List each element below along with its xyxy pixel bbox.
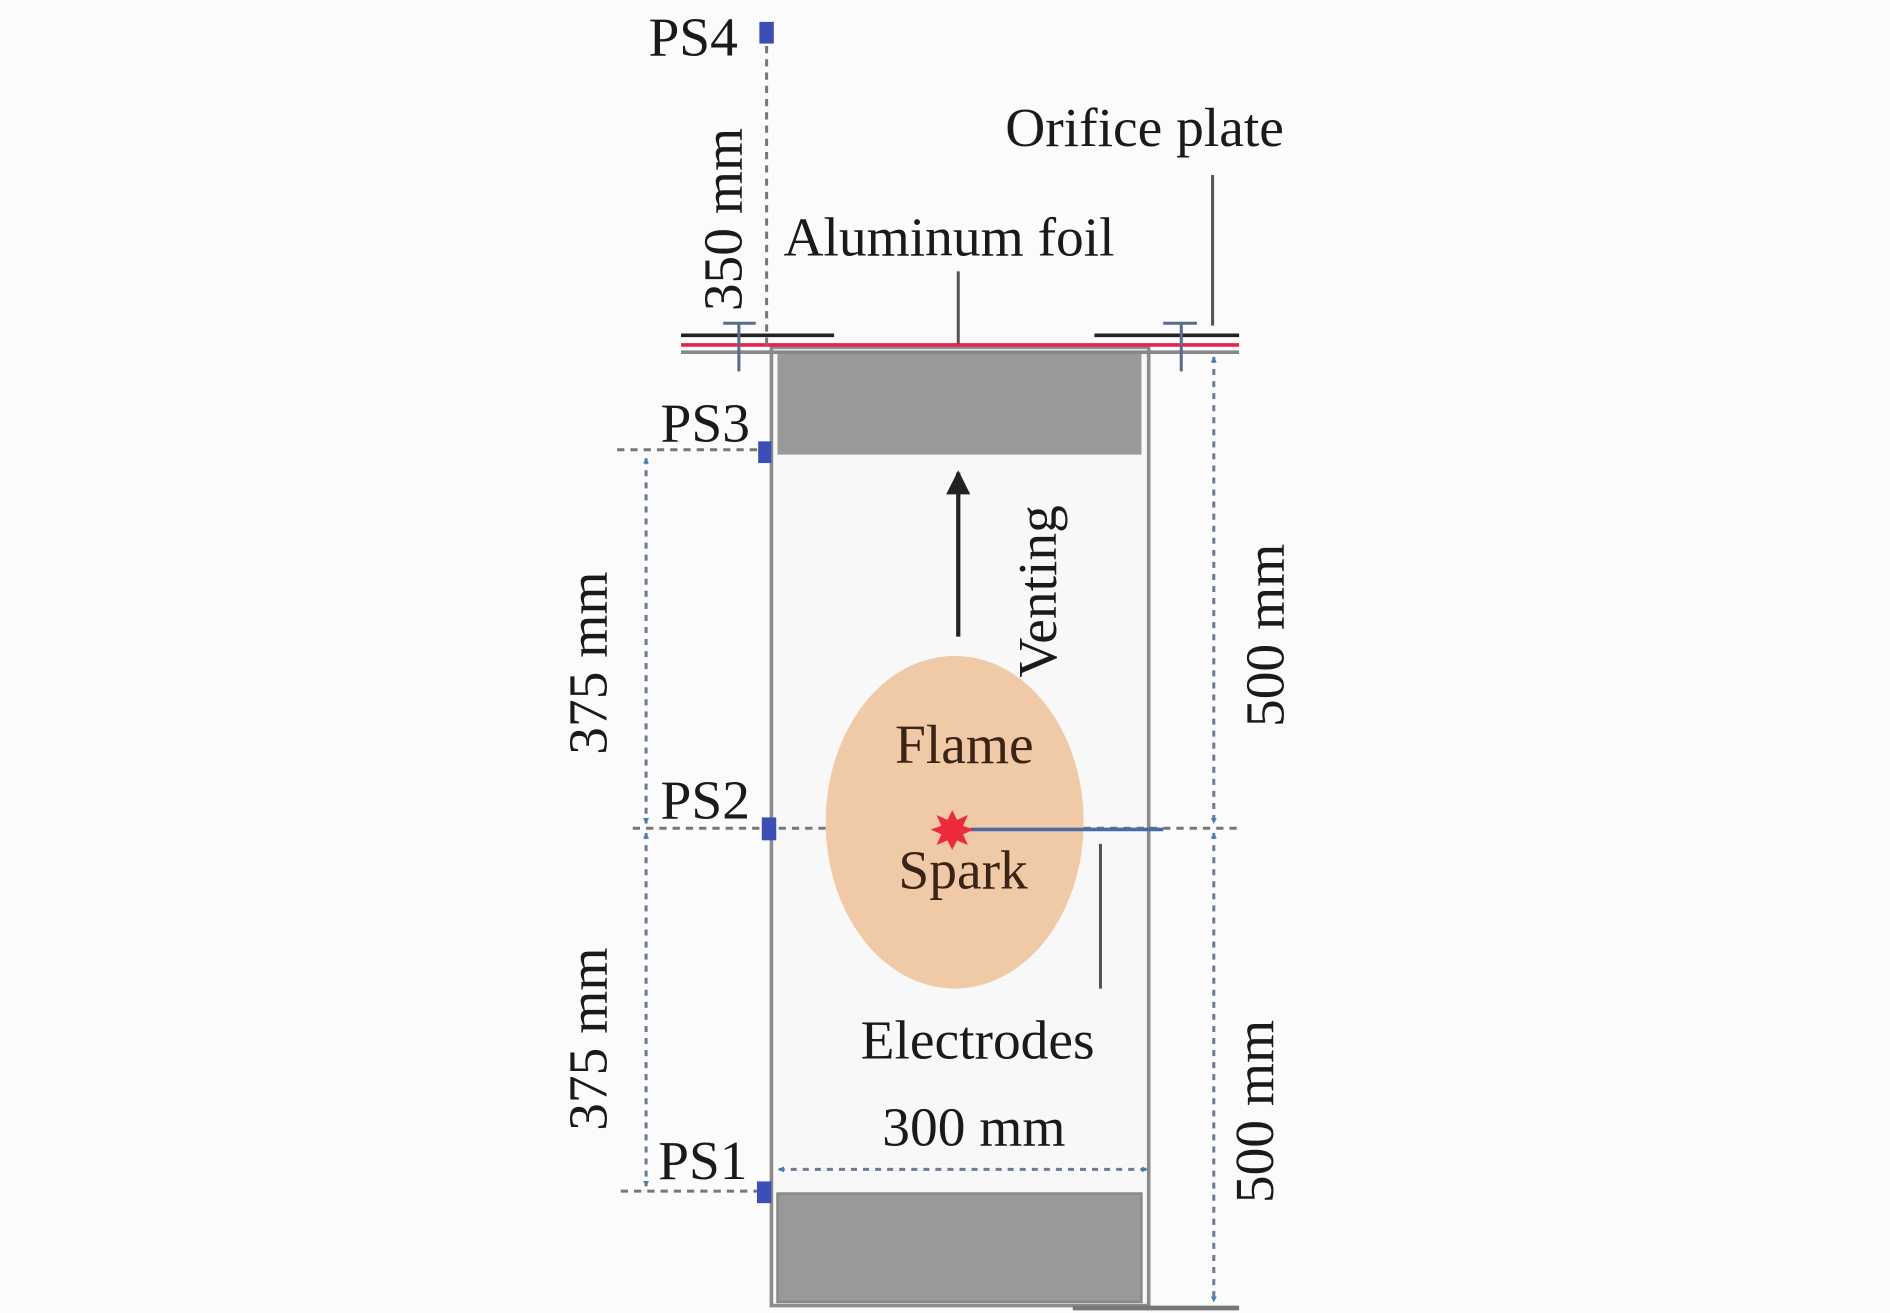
dim-ps3-ps2: 375 mm bbox=[557, 571, 618, 754]
dim-width: 300 mm bbox=[882, 1096, 1065, 1157]
bottom-block bbox=[776, 1192, 1143, 1304]
label-ps3: PS3 bbox=[661, 392, 750, 453]
label-ps1: PS1 bbox=[658, 1130, 747, 1191]
label-ps2: PS2 bbox=[661, 770, 750, 831]
dim-ps4-offset: 350 mm bbox=[692, 128, 753, 311]
label-orifice-plate: Orifice plate bbox=[1005, 97, 1284, 158]
sensor-ps4-icon bbox=[759, 21, 774, 44]
label-venting: Venting bbox=[1007, 505, 1068, 677]
sensor-ps3-icon bbox=[758, 441, 772, 464]
label-spark: Spark bbox=[898, 840, 1028, 901]
dim-ps2-ps1: 375 mm bbox=[557, 948, 618, 1131]
bolt-right bbox=[1163, 321, 1197, 372]
label-electrodes: Electrodes bbox=[861, 1009, 1095, 1070]
spark-icon bbox=[930, 810, 974, 850]
label-aluminum-foil: Aluminum foil bbox=[783, 207, 1114, 268]
label-ps4: PS4 bbox=[648, 7, 737, 68]
label-flame: Flame bbox=[895, 714, 1034, 775]
dimension-lines bbox=[643, 356, 1217, 1303]
top-block bbox=[777, 350, 1142, 455]
sensor-ps1-icon bbox=[756, 1181, 772, 1204]
dim-lower-half: 500 mm bbox=[1224, 1020, 1285, 1203]
sensor-ps2-icon bbox=[761, 817, 777, 841]
orifice-plate bbox=[681, 333, 1240, 354]
dim-upper-half: 500 mm bbox=[1235, 544, 1296, 727]
bolt-left bbox=[723, 321, 756, 372]
